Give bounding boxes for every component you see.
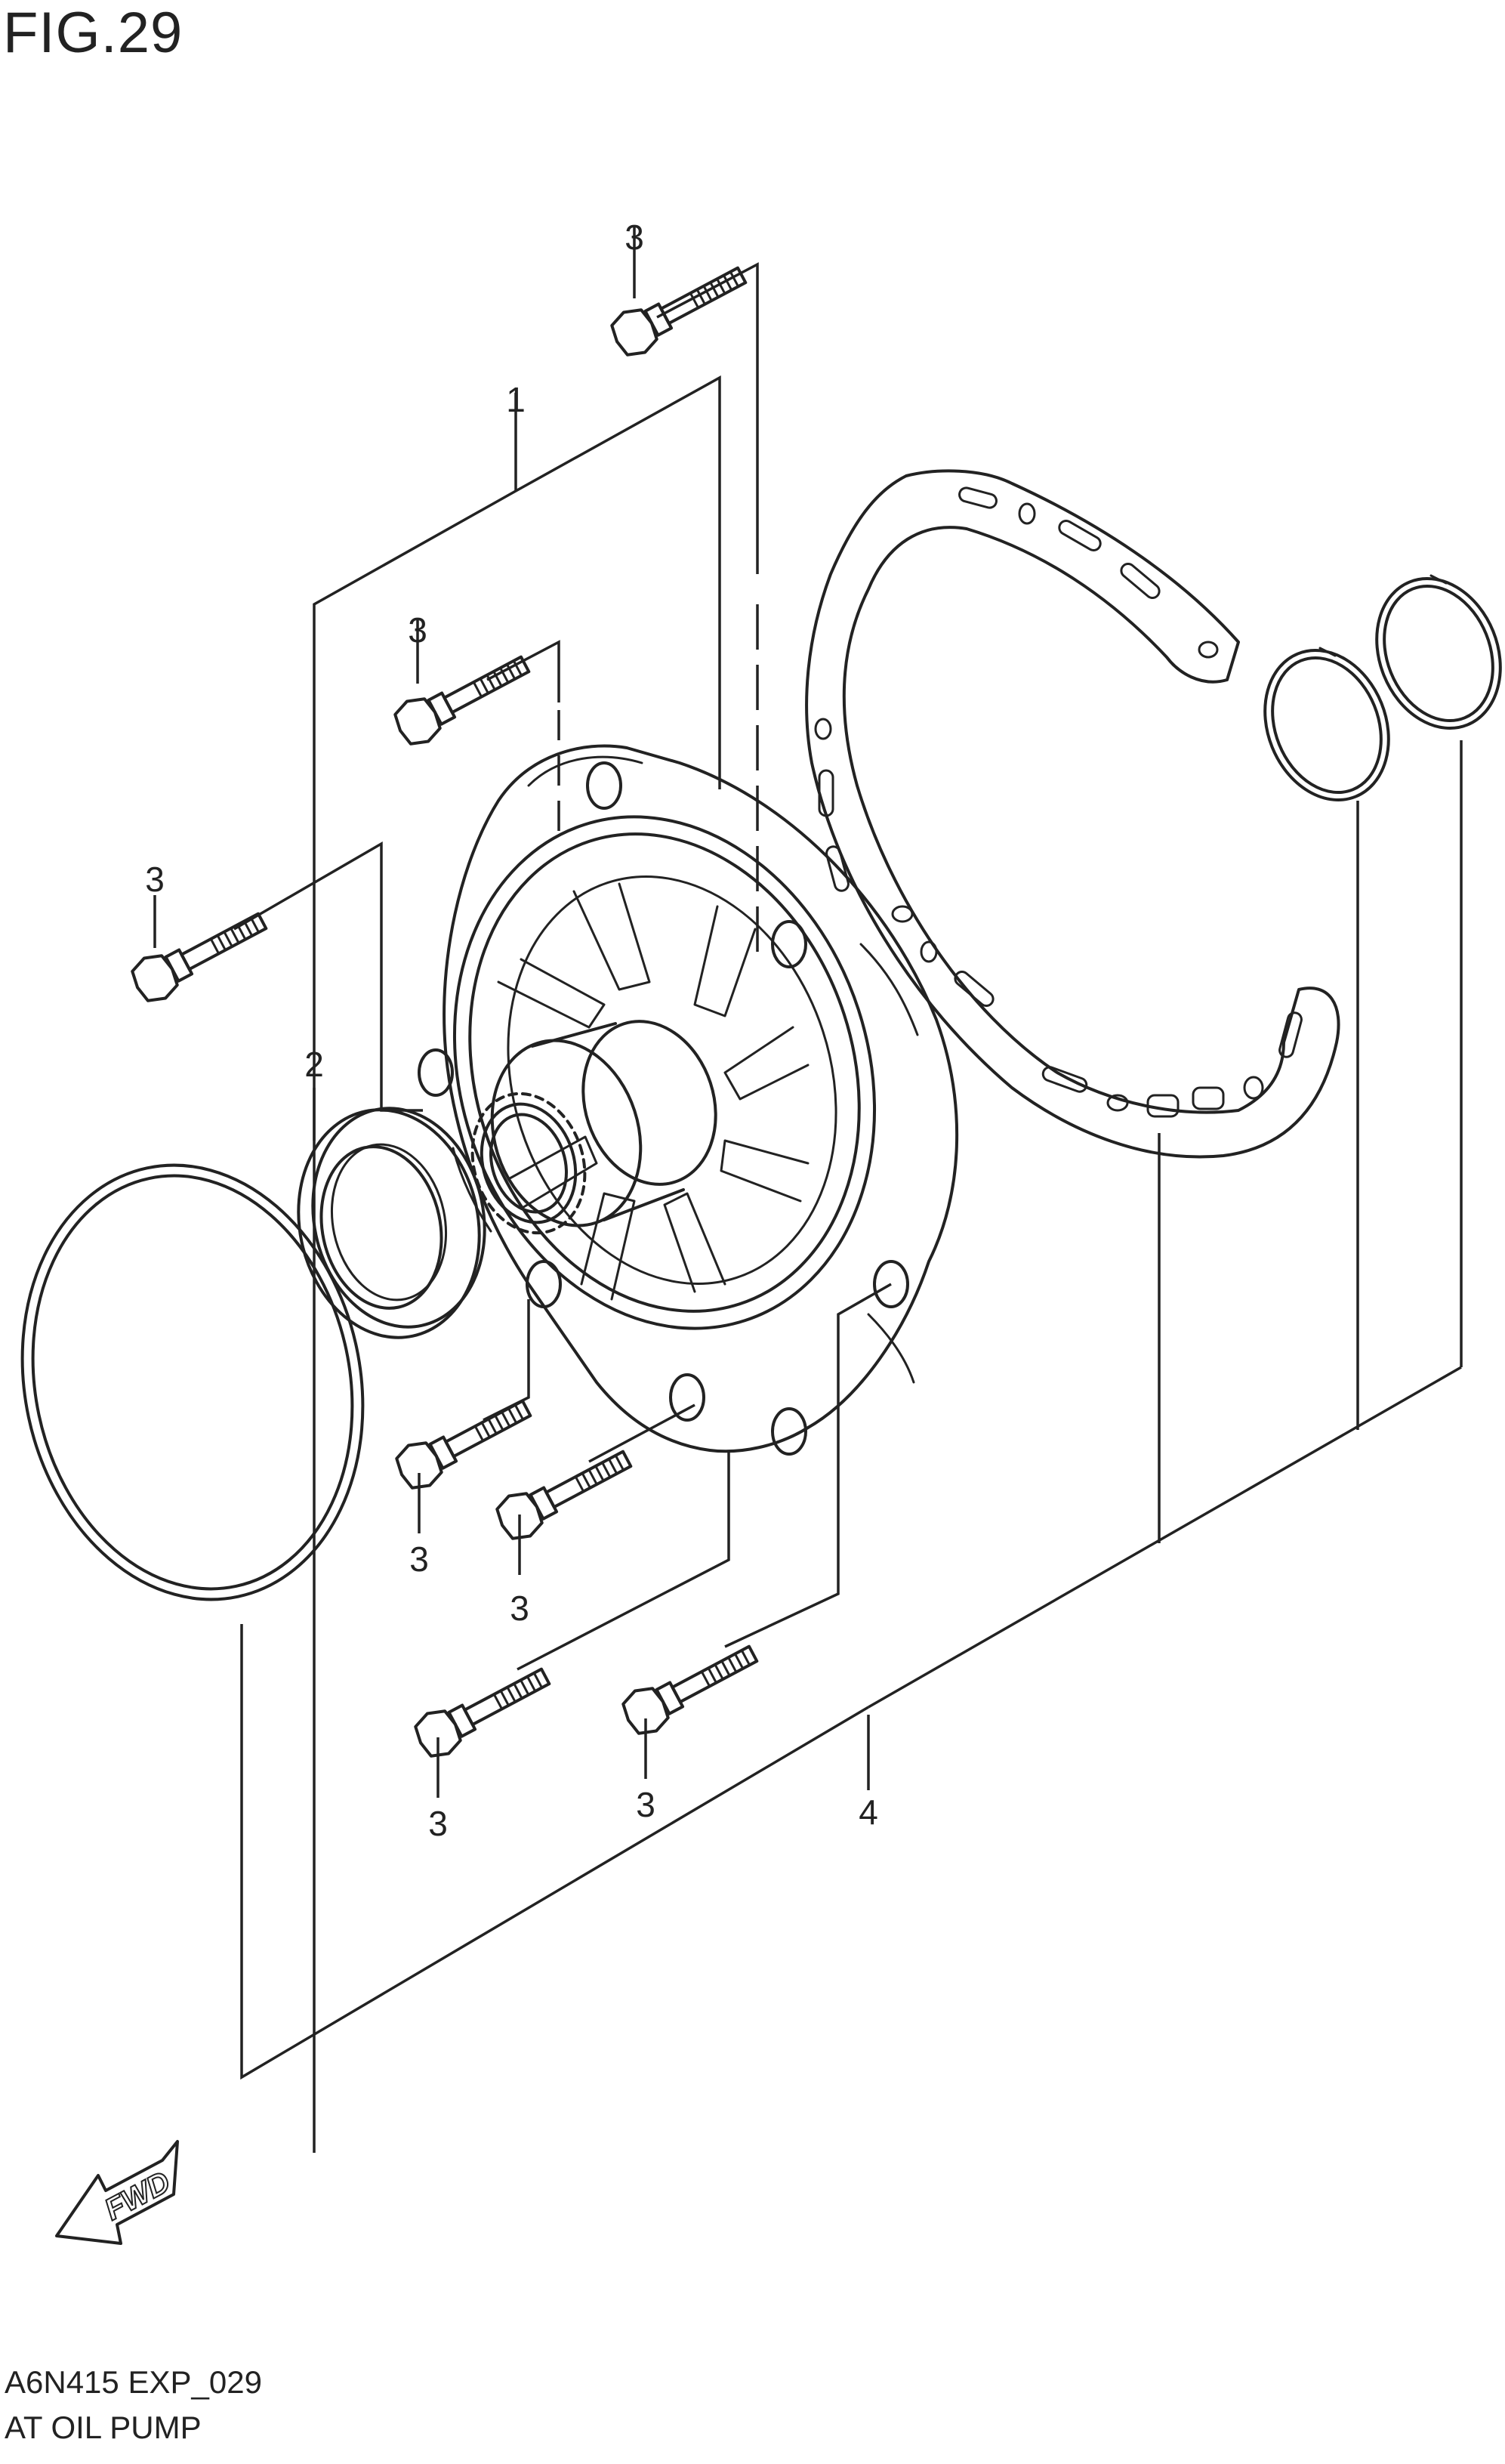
leader-bolt-left [233, 841, 423, 1112]
bolt-top [610, 266, 748, 357]
callout-bolt-lower-b: 3 [510, 1589, 529, 1628]
bolt-bottom-b [621, 1644, 759, 1735]
leader-bolt-bottom-b [724, 1283, 892, 1648]
callout-bolt-bottom-b: 3 [636, 1785, 655, 1824]
bolt-left [131, 912, 268, 1002]
callout-bolt-upper: 3 [408, 610, 427, 650]
seal-ring-2 [1375, 574, 1502, 730]
callout-part-2: 2 [304, 1045, 324, 1084]
callout-part-1: 1 [506, 380, 526, 419]
bolt-lower-a [395, 1399, 532, 1490]
figure-description: AT OIL PUMP [5, 2410, 202, 2445]
callout-bolt-bottom-a: 3 [428, 1804, 448, 1843]
forward-arrow-icon: FWD [55, 2140, 179, 2245]
o-ring-large [20, 1163, 365, 1601]
callout-bolt-lower-a: 3 [409, 1539, 429, 1579]
leader-part-4 [240, 1624, 869, 2080]
leader-bolt-top [656, 262, 759, 574]
leader-lines [153, 227, 1463, 2153]
bolt-upper [393, 655, 531, 746]
callout-bolt-top: 3 [625, 218, 644, 257]
pump-gasket [805, 469, 1340, 1159]
leader-bolt-upper [486, 640, 560, 702]
callout-part-4: 4 [859, 1792, 878, 1832]
figure-title: FIG.29 [3, 1, 183, 65]
leader-bolt-bottom-a [517, 1450, 730, 1671]
figure-code: A6N415 EXP_029 [5, 2364, 262, 2400]
pump-body [418, 744, 959, 1456]
bolt-lower-b [495, 1450, 633, 1540]
callout-bolt-left: 3 [145, 860, 165, 899]
callouts: 3 1 3 3 2 3 3 3 3 4 [145, 218, 878, 1843]
bolt-bottom-a [414, 1667, 551, 1758]
seal-ring-1 [1263, 647, 1390, 801]
